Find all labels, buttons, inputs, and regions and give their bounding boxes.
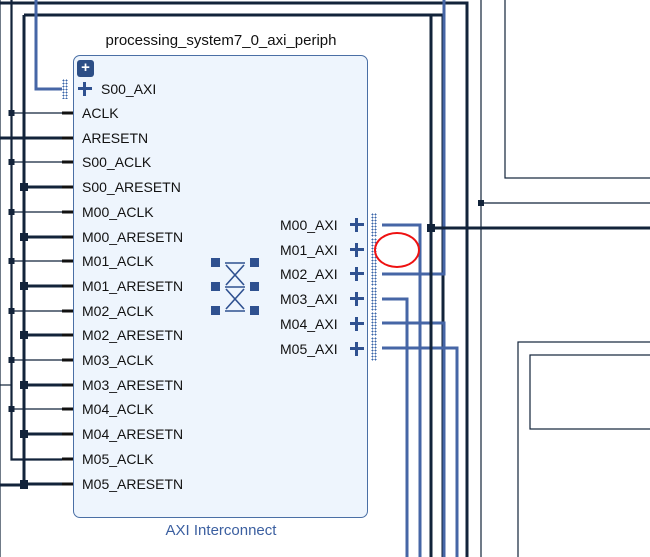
pin-stub-m01-aresetn xyxy=(62,284,73,288)
pin-stub-m05-aresetn xyxy=(62,482,73,486)
pin-label-m03-aresetn: M03_ARESETN xyxy=(82,377,184,393)
expand-icon-m01-axi[interactable] xyxy=(350,243,364,257)
pin-label-m05-aclk: M05_ACLK xyxy=(82,451,154,467)
bus-wire-m03-axi[interactable] xyxy=(382,297,409,557)
pin-stub-m03-aresetn xyxy=(62,383,73,387)
pin-label-m05-aresetn: M05_ARESETN xyxy=(82,476,184,492)
port-handle-m04-axi[interactable] xyxy=(371,312,377,336)
neighbor-block-bottom-right[interactable] xyxy=(517,341,650,557)
red-circle-annotation xyxy=(374,232,420,268)
pin-stub-aresetn xyxy=(62,136,73,140)
port-label-m03-axi: M03_AXI xyxy=(280,291,338,307)
neighbor-block-inner[interactable] xyxy=(529,354,650,430)
wire-junction-right xyxy=(427,224,435,232)
port-handle-m03-axi[interactable] xyxy=(371,287,377,311)
pin-label-m01-aresetn: M01_ARESETN xyxy=(82,278,184,294)
pin-label-s00-aresetn: S00_ARESETN xyxy=(82,179,181,195)
bus-wire-m05-axi[interactable] xyxy=(382,346,459,557)
bus-wire-s00-axi[interactable] xyxy=(34,0,62,91)
pin-stub-m02-aclk xyxy=(62,309,73,313)
pin-stub-m04-aresetn xyxy=(62,432,73,436)
port-label-m02-axi: M02_AXI xyxy=(280,266,338,282)
port-label-m04-axi: M04_AXI xyxy=(280,316,338,332)
pin-label-m01-aclk: M01_ACLK xyxy=(82,253,154,269)
port-handle-m00-axi[interactable] xyxy=(371,213,377,237)
pin-label-m02-aclk: M02_ACLK xyxy=(82,303,154,319)
s00-axi-expand-icon[interactable] xyxy=(78,82,92,96)
pin-label-m02-aresetn: M02_ARESETN xyxy=(82,327,184,343)
pin-label-m04-aresetn: M04_ARESETN xyxy=(82,426,184,442)
bus-wire-m00-axi[interactable] xyxy=(382,223,422,557)
pin-label-m00-aresetn: M00_ARESETN xyxy=(82,229,184,245)
bus-wire-m02-axi[interactable] xyxy=(382,0,446,276)
pin-label-m04-aclk: M04_ACLK xyxy=(82,401,154,417)
expand-icon-m00-axi[interactable] xyxy=(350,218,364,232)
wire-junction xyxy=(478,200,484,206)
block-instance-name: processing_system7_0_axi_periph xyxy=(105,32,337,49)
pin-label-m03-aclk: M03_ACLK xyxy=(82,352,154,368)
axi-interconnect-block[interactable] xyxy=(73,55,368,518)
s00-axi-label: S00_AXI xyxy=(101,81,157,97)
pin-label-aclk: ACLK xyxy=(82,105,119,121)
wire-junction-reset-input xyxy=(20,481,28,489)
block-ip-type: AXI Interconnect xyxy=(165,522,277,539)
pin-label-s00-aclk: S00_ACLK xyxy=(82,154,152,170)
neighbor-block-top-right[interactable] xyxy=(504,0,650,179)
net-wire-clock-bus[interactable] xyxy=(10,0,62,461)
expand-icon-m02-axi[interactable] xyxy=(350,267,364,281)
pin-stub-s00-aresetn xyxy=(62,185,73,189)
expand-block-button[interactable]: + xyxy=(77,60,94,77)
pin-stub-m05-aclk xyxy=(62,457,73,461)
pin-stub-aclk xyxy=(62,111,73,115)
pin-label-aresetn: ARESETN xyxy=(82,130,149,146)
port-label-m05-axi: M05_AXI xyxy=(280,341,338,357)
port-label-m01-axi: M01_AXI xyxy=(280,242,338,258)
expand-icon-m04-axi[interactable] xyxy=(350,317,364,331)
axi-crossbar-icon xyxy=(211,258,259,315)
pin-stub-s00-aclk xyxy=(62,160,73,164)
pin-stub-m01-aclk xyxy=(62,259,73,263)
s00-axi-port-handle[interactable] xyxy=(62,79,68,99)
expand-icon-m05-axi[interactable] xyxy=(350,342,364,356)
port-label-m00-axi: M00_AXI xyxy=(280,217,338,233)
port-handle-m05-axi[interactable] xyxy=(371,337,377,361)
pin-label-m00-aclk: M00_ACLK xyxy=(82,204,154,220)
pin-stub-m02-aresetn xyxy=(62,333,73,337)
pin-stub-m03-aclk xyxy=(62,358,73,362)
pin-stub-m00-aclk xyxy=(62,210,73,214)
port-handle-m02-axi[interactable] xyxy=(371,262,377,286)
bus-wire-m04-axi[interactable] xyxy=(382,321,446,557)
pin-stub-m00-aresetn xyxy=(62,235,73,239)
pin-stub-m04-aclk xyxy=(62,407,73,411)
expand-icon-m03-axi[interactable] xyxy=(350,292,364,306)
